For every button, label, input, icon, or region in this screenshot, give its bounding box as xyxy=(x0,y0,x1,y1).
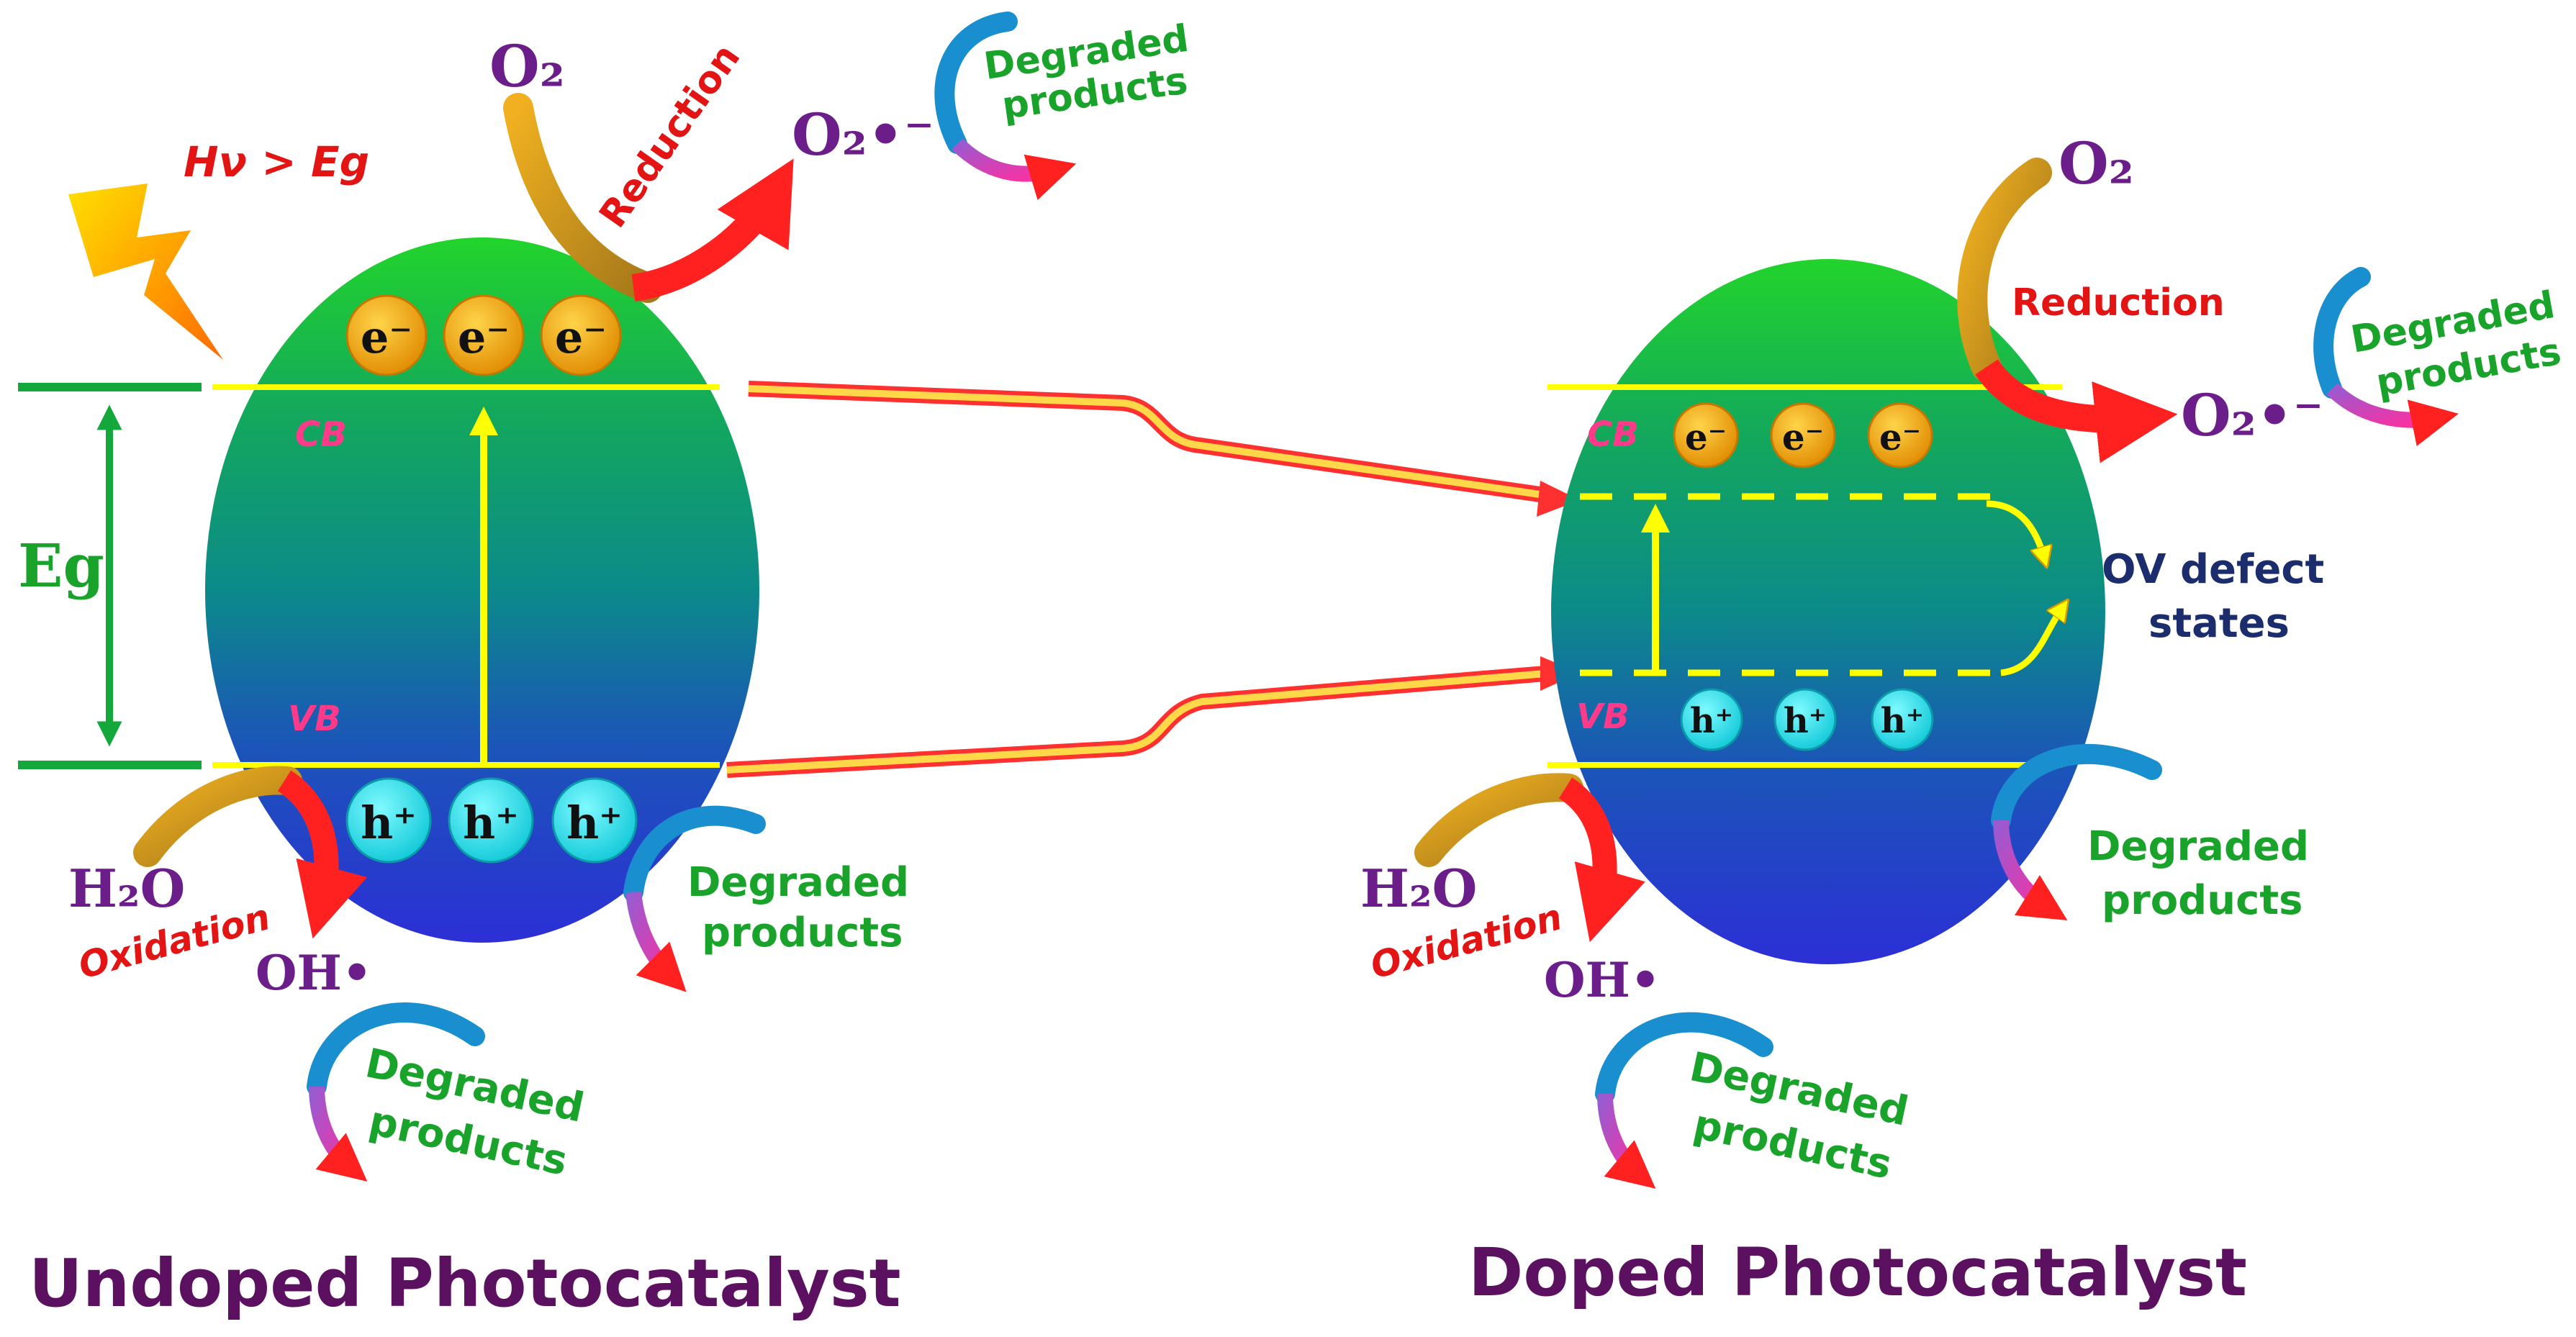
electron xyxy=(540,294,622,376)
doped-bottom-blue-arc xyxy=(1595,1012,1773,1104)
electron xyxy=(1770,402,1836,468)
eg-label: Eg xyxy=(18,532,104,601)
undoped-reduction-arrow xyxy=(631,158,794,302)
hole xyxy=(1680,688,1743,751)
defect-pointer-upper xyxy=(1986,500,2044,558)
defect-pointer-lower xyxy=(2000,608,2062,676)
undoped-top-pink-arc xyxy=(952,138,1077,200)
undoped-h2o: H₂O xyxy=(68,858,185,919)
electron xyxy=(443,294,525,376)
hole-label: h⁺ xyxy=(1881,701,1924,741)
electron xyxy=(1867,402,1933,468)
electron-label: e⁻ xyxy=(1782,416,1824,458)
electron-label: e⁻ xyxy=(1879,416,1921,458)
undoped-photocatalyst: Eg Hν > Eg CB VB e⁻ e⁻ e⁻ h⁺ h⁺ h⁺ O₂ xyxy=(18,12,1191,1322)
undoped-o2-arc xyxy=(503,93,663,303)
undoped-o2: O₂ xyxy=(489,32,565,100)
undoped-vb-label: VB xyxy=(288,699,341,739)
undoped-electrons: e⁻ e⁻ e⁻ xyxy=(345,294,622,376)
connecting-arrows xyxy=(726,381,1580,778)
cb-transition-arrow-core xyxy=(748,385,1555,500)
doped-reduction-label: Reduction xyxy=(2012,281,2225,325)
doped-degraded-right-2: products xyxy=(2102,877,2302,924)
electron xyxy=(345,294,428,376)
hole-label: h⁺ xyxy=(1690,701,1733,741)
electron-label: e⁻ xyxy=(1685,416,1727,458)
hole-label: h⁺ xyxy=(361,797,417,849)
undoped-h2o-arc xyxy=(133,766,302,867)
doped-degraded-right-1: Degraded xyxy=(2087,823,2309,870)
undoped-bottom-pink-arc xyxy=(309,1086,368,1182)
undoped-top-blue-arc xyxy=(934,12,1018,154)
doped-sphere xyxy=(1551,259,2105,964)
doped-reduction-arrow xyxy=(1975,358,2178,463)
doped-caption: Doped Photocatalyst xyxy=(1468,1234,2247,1311)
hole xyxy=(551,777,638,864)
vb-transition-arrow xyxy=(726,665,1555,778)
defect-states-label-2: states xyxy=(2148,600,2290,647)
electron-label: e⁻ xyxy=(555,311,607,363)
undoped-superoxide: O₂•⁻ xyxy=(792,101,934,168)
doped-bottom-pink-arc xyxy=(1597,1093,1656,1189)
hole-label: h⁺ xyxy=(463,797,519,849)
undoped-hydroxyl: OH• xyxy=(256,945,372,1001)
doped-holes: h⁺ h⁺ h⁺ xyxy=(1680,688,1934,751)
hole-label: h⁺ xyxy=(1784,701,1827,741)
doped-right-pink-arc xyxy=(1993,820,2068,921)
doped-o2: O₂ xyxy=(2058,130,2134,197)
doped-h2o-arc xyxy=(1414,773,1583,867)
undoped-degraded-right-2: products xyxy=(702,910,903,956)
doped-top-blue-arc xyxy=(2313,267,2371,399)
undoped-caption: Undoped Photocatalyst xyxy=(29,1245,901,1322)
doped-top-pink-arc xyxy=(2326,382,2459,447)
doped-right-blue-arc xyxy=(1991,744,2162,830)
undoped-holes: h⁺ h⁺ h⁺ xyxy=(345,777,638,864)
undoped-right-blue-arc xyxy=(623,805,766,902)
vb-transition-arrow-core xyxy=(726,669,1555,774)
undoped-cb-label: CB xyxy=(295,414,347,455)
hole xyxy=(1773,688,1837,751)
excitation-energy-label: Hν > Eg xyxy=(184,137,369,186)
doped-electrons: e⁻ e⁻ e⁻ xyxy=(1673,402,1933,468)
doped-hydroxyl: OH• xyxy=(1544,952,1660,1008)
doped-superoxide: O₂•⁻ xyxy=(2181,381,2323,449)
lightning-bolt-icon xyxy=(68,183,223,360)
hole xyxy=(1871,688,1934,751)
hole xyxy=(448,777,534,864)
doped-cb-label: CB xyxy=(1587,414,1639,455)
undoped-right-pink-arc xyxy=(625,891,687,992)
undoped-bottom-blue-arc xyxy=(307,1002,485,1097)
defect-states-label-1: OV defect xyxy=(2102,546,2324,593)
hole-label: h⁺ xyxy=(566,797,623,849)
undoped-oxidation-arrow xyxy=(277,770,368,939)
doped-oxidation-arrow xyxy=(1558,777,1645,943)
electron-label: e⁻ xyxy=(458,311,510,363)
doped-o2-arc xyxy=(1957,158,2052,382)
electron-label: e⁻ xyxy=(361,311,412,363)
undoped-degraded-right-1: Degraded xyxy=(687,859,909,906)
doped-photocatalyst: CB VB e⁻ e⁻ e⁻ h⁺ h⁺ h⁺ OV defect states… xyxy=(1360,130,2564,1311)
cb-transition-arrowhead xyxy=(1537,481,1580,517)
undoped-reduction-label: Reduction xyxy=(591,37,749,236)
doped-h2o: H₂O xyxy=(1360,858,1477,919)
electron xyxy=(1673,402,1739,468)
hole xyxy=(345,777,432,864)
doped-vb-label: VB xyxy=(1576,697,1630,737)
